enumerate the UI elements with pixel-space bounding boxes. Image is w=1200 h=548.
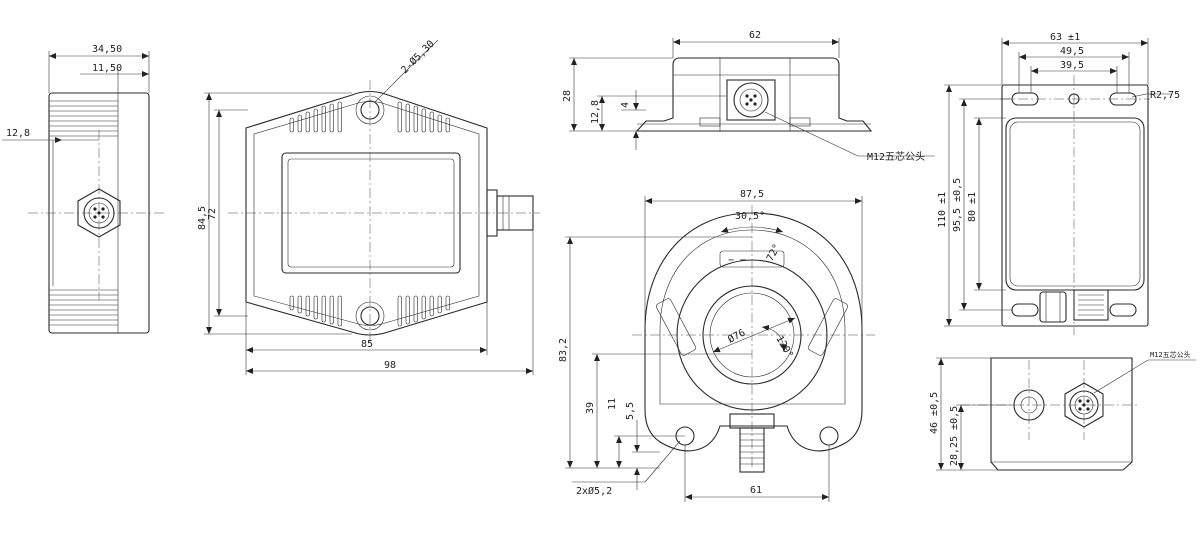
- dim-round-width: 87,5: [740, 189, 764, 200]
- top-connector-label: M12五芯公头: [867, 150, 925, 163]
- svg-text:− −: − −: [728, 255, 746, 266]
- side-view: 34,50 11,50 12,8: [2, 44, 165, 334]
- dim-top-flange-thickness: 4: [620, 102, 631, 108]
- dim-front-hole-callout: 2-Ø5,30: [399, 38, 437, 76]
- dim-side-h46: 46 ±0,5: [929, 392, 940, 434]
- plan-gland-icon: [1039, 291, 1067, 323]
- dim-plan-h955: 95,5 ±0,5: [952, 178, 963, 232]
- dim-round-angle-slot: 72°: [765, 242, 783, 263]
- top-view: 62 28 12,8 4 M12五芯公头: [562, 30, 935, 163]
- dim-plan-w63: 63 ±1: [1050, 32, 1080, 43]
- side-connector-icon: [77, 188, 121, 238]
- right-plan-view: 63 ±1 49,5 39,5 R2,75 110 ±1 95,5 ±0,5 8…: [937, 32, 1180, 335]
- side-m12-connector-icon: [1064, 382, 1104, 428]
- dim-round-holes: 2xØ5,2: [576, 485, 612, 497]
- dim-side-connector-offset: 12,8: [6, 128, 30, 139]
- dim-top-flange-height: 12,8: [590, 100, 601, 124]
- dim-plan-radius: R2,75: [1150, 90, 1180, 101]
- dim-plan-w395: 39,5: [1060, 60, 1084, 71]
- dim-round-base-width: 61: [750, 485, 762, 496]
- round-view: − − 87,5 30,5° 72° Ø76 120° 83,2: [558, 189, 875, 502]
- dim-side-h2825: 28,25 ±0,5: [949, 406, 960, 466]
- dim-plan-h110: 110 ±1: [937, 192, 948, 228]
- dim-plan-w495: 49,5: [1060, 46, 1084, 57]
- dim-round-angle-120: 120°: [773, 334, 795, 360]
- dim-front-height-inner: 72: [207, 208, 218, 220]
- dim-side-width-total: 34,50: [92, 44, 122, 55]
- plan-connector-icon: [1073, 289, 1109, 321]
- dim-top-width: 62: [749, 30, 761, 41]
- dim-plan-h80: 80 ±1: [967, 192, 978, 222]
- dim-round-h39: 39: [585, 402, 596, 414]
- dim-round-diameter: Ø76: [726, 327, 748, 346]
- dim-top-height: 28: [562, 90, 573, 102]
- dim-round-h55: 5,5: [625, 402, 636, 420]
- top-connector-icon: [726, 79, 776, 121]
- dim-front-width-inner: 85: [361, 339, 373, 350]
- dim-round-h11: 11: [607, 398, 618, 410]
- front-view: 2-Ø5,30 84,5 72 85 98: [197, 38, 540, 375]
- right-side-view: M12五芯公头 46 ±0,5 28,25 ±0,5: [929, 350, 1196, 471]
- side-connector-label: M12五芯公头: [1150, 350, 1191, 359]
- dim-front-width-outer: 98: [384, 360, 396, 371]
- dim-front-height-outer: 84,5: [197, 206, 208, 230]
- dim-round-height: 83,2: [558, 338, 569, 362]
- dim-round-angle-top: 30,5°: [735, 211, 765, 222]
- dim-side-width-fin: 11,50: [92, 63, 122, 74]
